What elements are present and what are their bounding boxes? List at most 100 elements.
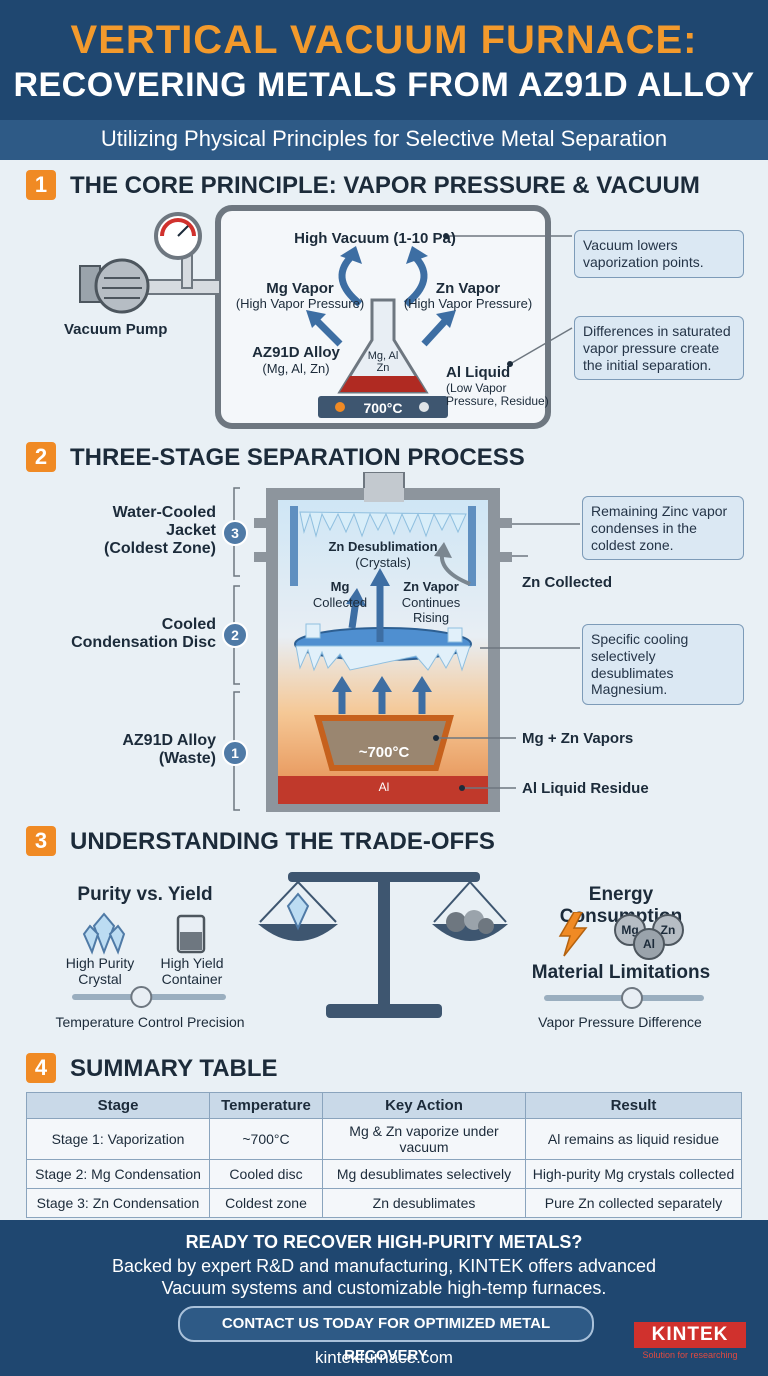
al-bottom-label: Al xyxy=(378,780,390,794)
stage2-badge: 2 xyxy=(222,622,248,648)
table-cell: Coldest zone xyxy=(209,1188,323,1218)
table-cell: Stage 3: Zn Condensation xyxy=(26,1188,210,1218)
mg-collected-l1: Mg xyxy=(330,579,350,594)
section3-number: 3 xyxy=(26,826,56,856)
kintek-logo: KINTEK xyxy=(634,1322,746,1348)
zn-collected-label: Zn Collected xyxy=(522,574,613,591)
col-temperature: Temperature xyxy=(209,1092,323,1119)
zn-vapor-label: Zn Vapor xyxy=(435,280,501,297)
table-cell: Zn desublimates xyxy=(322,1188,526,1218)
section1-number: 1 xyxy=(26,170,56,200)
cta-line2: Vacuum systems and customizable high-tem… xyxy=(161,1278,607,1298)
note-saturated-pressure: Differences in saturated vapor pressure … xyxy=(574,316,744,381)
table-cell: Al remains as liquid residue xyxy=(525,1118,742,1160)
al-liquid-sub2: Pressure, Residue) xyxy=(446,394,549,408)
table-cell: Mg desublimates selectively xyxy=(322,1159,526,1189)
header-banner xyxy=(0,0,768,122)
table-cell: High-purity Mg crystals collected xyxy=(525,1159,742,1189)
table-cell: Mg & Zn vaporize under vacuum xyxy=(322,1118,526,1160)
hotplate-temp: 700°C xyxy=(363,400,403,416)
vacuum-level-label: High Vacuum (1-10 Pa) xyxy=(294,230,456,247)
jacket-label-l2: Jacket xyxy=(166,522,216,539)
furnace-diagram xyxy=(233,472,580,812)
note-vacuum-lowers: Vacuum lowers vaporization points. xyxy=(574,230,744,278)
section3-title: UNDERSTANDING THE TRADE-OFFS xyxy=(70,828,495,855)
stage3-badge: 3 xyxy=(222,520,248,546)
col-key-action: Key Action xyxy=(322,1092,526,1119)
al-liquid-residue-label: Al Liquid Residue xyxy=(522,780,649,797)
zn-desublimation-label: Zn Desublimation xyxy=(328,539,438,554)
lightning-icon xyxy=(558,912,588,957)
cta-line1: Backed by expert R&D and manufacturing, … xyxy=(112,1256,656,1276)
alloy-sublabel: (Mg, Al, Zn) xyxy=(262,361,330,376)
summary-table: Stage Temperature Key Action Result Stag… xyxy=(26,1092,742,1218)
table-row: Stage 3: Zn Condensation Coldest zone Zn… xyxy=(26,1188,742,1218)
jacket-label-l3: (Coldest Zone) xyxy=(104,540,216,557)
alloy-label: AZ91D Alloy xyxy=(252,344,340,361)
vapor-diff-slider xyxy=(544,987,704,1009)
mg-zn-vapors-label: Mg + Zn Vapors xyxy=(522,730,634,747)
crystal-icon xyxy=(92,912,116,955)
page-title-line1: VERTICAL VACUUM FURNACE: xyxy=(70,18,698,62)
note-zinc-coldest: Remaining Zinc vapor condenses in the co… xyxy=(582,496,744,561)
zn-rising-l2: Continues xyxy=(401,595,461,610)
disc-label-l1: Cooled xyxy=(161,616,216,633)
al-residue-layer xyxy=(278,776,488,804)
zn-rising-l1: Zn Vapor xyxy=(403,579,459,594)
section2-title: THREE-STAGE SEPARATION PROCESS xyxy=(70,444,525,471)
cta-title: READY TO RECOVER HIGH-PURITY METALS? xyxy=(185,1232,583,1252)
balance-scale-icon xyxy=(258,872,508,1018)
vacuum-pipe xyxy=(139,279,221,295)
high-yield-l2: Container xyxy=(161,971,223,987)
section4-number: 4 xyxy=(26,1053,56,1083)
note-mg-desublimates: Specific cooling selectively desublimate… xyxy=(582,624,744,706)
disc-label-l2: Condensation Disc xyxy=(71,634,216,651)
mg-vapor-label: Mg Vapor xyxy=(266,280,334,297)
material-limitations-title: Material Limitations xyxy=(531,962,711,983)
flask-text-mg-al: Mg, Al xyxy=(367,350,399,362)
zn-rising-l3: Rising xyxy=(412,610,450,625)
page-title-line2: RECOVERING METALS FROM AZ91D ALLOY xyxy=(13,66,755,104)
logo-tagline: Solution for researching xyxy=(642,1350,738,1360)
purity-yield-title: Purity vs. Yield xyxy=(77,884,213,905)
high-purity-l2: Crystal xyxy=(78,971,122,987)
table-cell: Pure Zn collected separately xyxy=(525,1188,742,1218)
footer-banner xyxy=(0,1220,768,1376)
temp-control-label: Temperature Control Precision xyxy=(55,1014,245,1030)
zn-desublimation-sub: (Crystals) xyxy=(355,555,411,570)
jacket-label-l1: Water-Cooled xyxy=(112,504,216,521)
alloy-waste-label-l1: AZ91D Alloy xyxy=(122,732,216,749)
crucible-temp: ~700°C xyxy=(358,744,410,761)
al-ball-icon: Al xyxy=(633,928,665,960)
al-liquid-sub1: (Low Vapor xyxy=(446,381,507,395)
table-cell: ~700°C xyxy=(209,1118,323,1160)
high-purity-l1: High Purity xyxy=(65,955,135,971)
vapor-diff-knob xyxy=(621,987,643,1009)
table-row: Stage 1: Vaporization ~700°C Mg & Zn vap… xyxy=(26,1118,742,1160)
section2-number: 2 xyxy=(26,442,56,472)
subtitle-band xyxy=(0,120,768,160)
zn-crystals xyxy=(299,511,467,538)
stage1-badge: 1 xyxy=(222,740,248,766)
flask-text-zn: Zn xyxy=(376,362,390,374)
summary-header-row: Stage Temperature Key Action Result xyxy=(26,1092,742,1119)
section4-title: SUMMARY TABLE xyxy=(70,1055,278,1082)
table-row: Stage 2: Mg Condensation Cooled disc Mg … xyxy=(26,1159,742,1189)
vapor-pressure-diagram xyxy=(79,205,573,429)
energy-icons xyxy=(558,912,588,957)
mg-vapor-sublabel: (High Vapor Pressure) xyxy=(235,296,365,311)
col-stage: Stage xyxy=(26,1092,210,1119)
col-result: Result xyxy=(525,1092,742,1119)
purity-yield-icons xyxy=(72,912,226,1008)
website-link[interactable]: kintekfurnace.com xyxy=(315,1348,453,1367)
hot-plate xyxy=(318,396,448,418)
table-cell: Stage 2: Mg Condensation xyxy=(26,1159,210,1189)
table-cell: Cooled disc xyxy=(209,1159,323,1189)
vacuum-pump-icon xyxy=(79,258,150,314)
vacuum-pump-label: Vacuum Pump xyxy=(64,321,168,338)
contact-us-button[interactable]: CONTACT US TODAY FOR OPTIMIZED METAL REC… xyxy=(178,1306,594,1364)
page-subtitle: Utilizing Physical Principles for Select… xyxy=(100,126,668,151)
temp-precision-knob xyxy=(130,986,153,1008)
vapor-diff-label: Vapor Pressure Difference xyxy=(538,1014,702,1030)
high-yield-l1: High Yield xyxy=(160,955,224,971)
